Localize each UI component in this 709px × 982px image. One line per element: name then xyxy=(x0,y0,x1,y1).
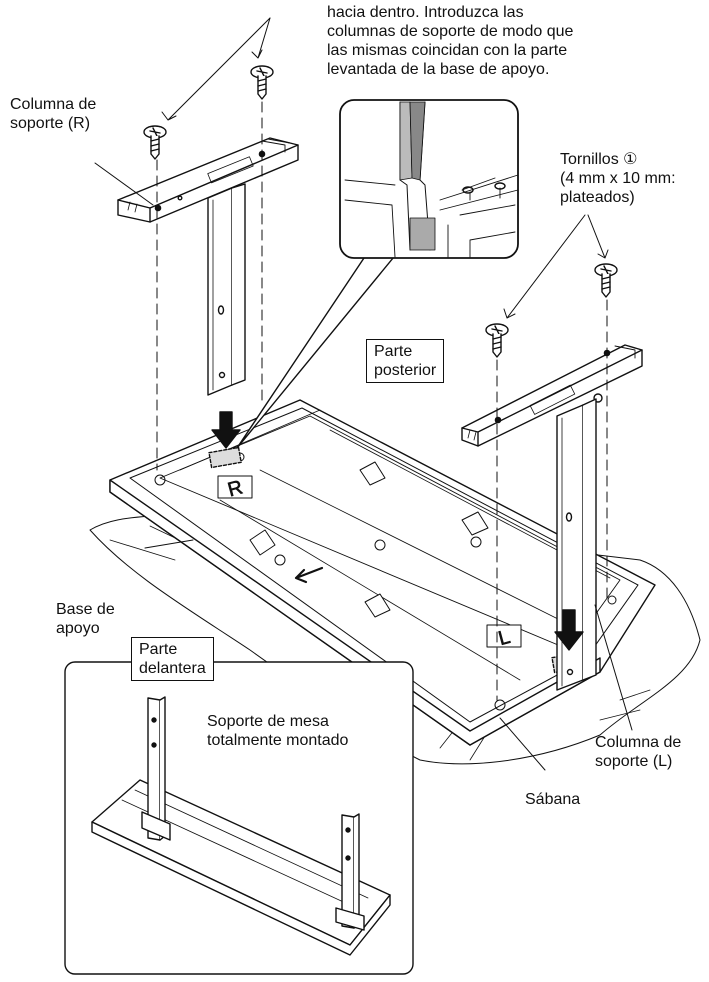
detail-magnifier xyxy=(236,99,519,449)
instruction-line: hacia dentro. Introduzca las xyxy=(327,4,524,21)
label-column-r: Columna de soporte (R) xyxy=(10,96,97,132)
insert-arrow-r xyxy=(211,411,241,449)
label-screws: Tornillos ① (4 mm x 10 mm: plateados) xyxy=(560,151,676,206)
raised-socket-r xyxy=(208,446,242,469)
instruction-line: las mismas coincidan con la parte xyxy=(327,42,568,59)
label-rear: Parte posterior xyxy=(366,339,445,383)
label-assembled: Soporte de mesa totalmente montado xyxy=(207,713,349,749)
instruction-text: hacia dentro. Introduzca las columnas de… xyxy=(327,3,573,79)
instruction-line: levantada de la base de apoyo. xyxy=(327,61,550,78)
label-base: Base de apoyo xyxy=(56,601,115,637)
leader-lines xyxy=(94,17,633,771)
support-column-r xyxy=(117,137,299,396)
assembled-stand xyxy=(91,696,391,956)
front-direction-arrow xyxy=(294,566,324,584)
insert-arrow-l xyxy=(554,609,584,651)
label-front: Parte delantera xyxy=(131,637,214,681)
alignment-guides xyxy=(156,101,608,701)
label-sheet: Sábana xyxy=(525,791,581,808)
marking-r: R xyxy=(225,476,245,501)
label-column-l: Columna de soporte (L) xyxy=(595,734,682,770)
instruction-line: columnas de soporte de modo que xyxy=(327,23,574,40)
screw-icon xyxy=(143,65,618,358)
